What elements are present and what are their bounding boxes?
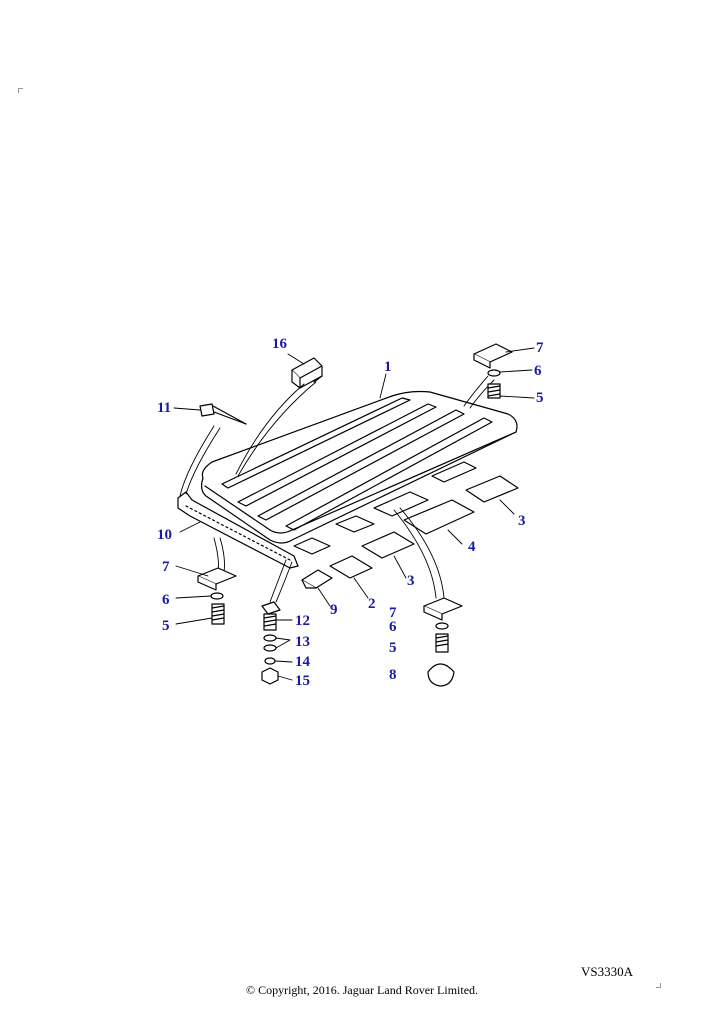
callout-16: 16 xyxy=(272,336,287,352)
fixing-set-bottom xyxy=(423,597,463,687)
callout-14: 14 xyxy=(295,654,310,670)
side-rail xyxy=(177,491,299,569)
crop-mark-top-left xyxy=(18,88,23,93)
pads xyxy=(293,461,519,579)
callout-7-bottom: 7 xyxy=(389,605,397,621)
callout-3-right: 3 xyxy=(518,513,526,529)
bolt-stack xyxy=(261,601,281,685)
callout-3-bottom: 3 xyxy=(407,573,415,589)
crop-mark-bottom-right xyxy=(656,983,661,988)
callout-1: 1 xyxy=(384,359,392,375)
bracket-16 xyxy=(291,357,323,389)
roof-panel xyxy=(200,390,518,544)
callout-6-top-right: 6 xyxy=(534,363,542,379)
copyright-notice: © Copyright, 2016. Jaguar Land Rover Lim… xyxy=(245,983,479,997)
callout-15: 15 xyxy=(295,673,310,689)
callout-6-bottom: 6 xyxy=(389,619,397,635)
callout-5-left: 5 xyxy=(162,618,170,634)
fixing-set-top-right xyxy=(473,343,513,399)
callout-6-left: 6 xyxy=(162,592,170,608)
callout-5-top-right: 5 xyxy=(536,390,544,406)
callout-2: 2 xyxy=(368,596,376,612)
leader-lines xyxy=(179,375,495,603)
callout-10: 10 xyxy=(157,527,172,543)
callout-12: 12 xyxy=(295,613,310,629)
clip-9 xyxy=(301,569,333,589)
callout-7-top-right: 7 xyxy=(536,340,544,356)
callout-4: 4 xyxy=(468,539,476,555)
callout-8: 8 xyxy=(389,667,397,683)
callout-5-bottom: 5 xyxy=(389,640,397,656)
callout-7-left: 7 xyxy=(162,559,170,575)
callout-9: 9 xyxy=(330,602,338,618)
callout-leaders xyxy=(173,347,535,681)
callout-11: 11 xyxy=(157,400,172,416)
callout-13: 13 xyxy=(295,634,310,650)
reference-code: VS3330A xyxy=(581,964,634,979)
fixing-set-left xyxy=(197,567,237,625)
rivet-11 xyxy=(199,403,247,425)
